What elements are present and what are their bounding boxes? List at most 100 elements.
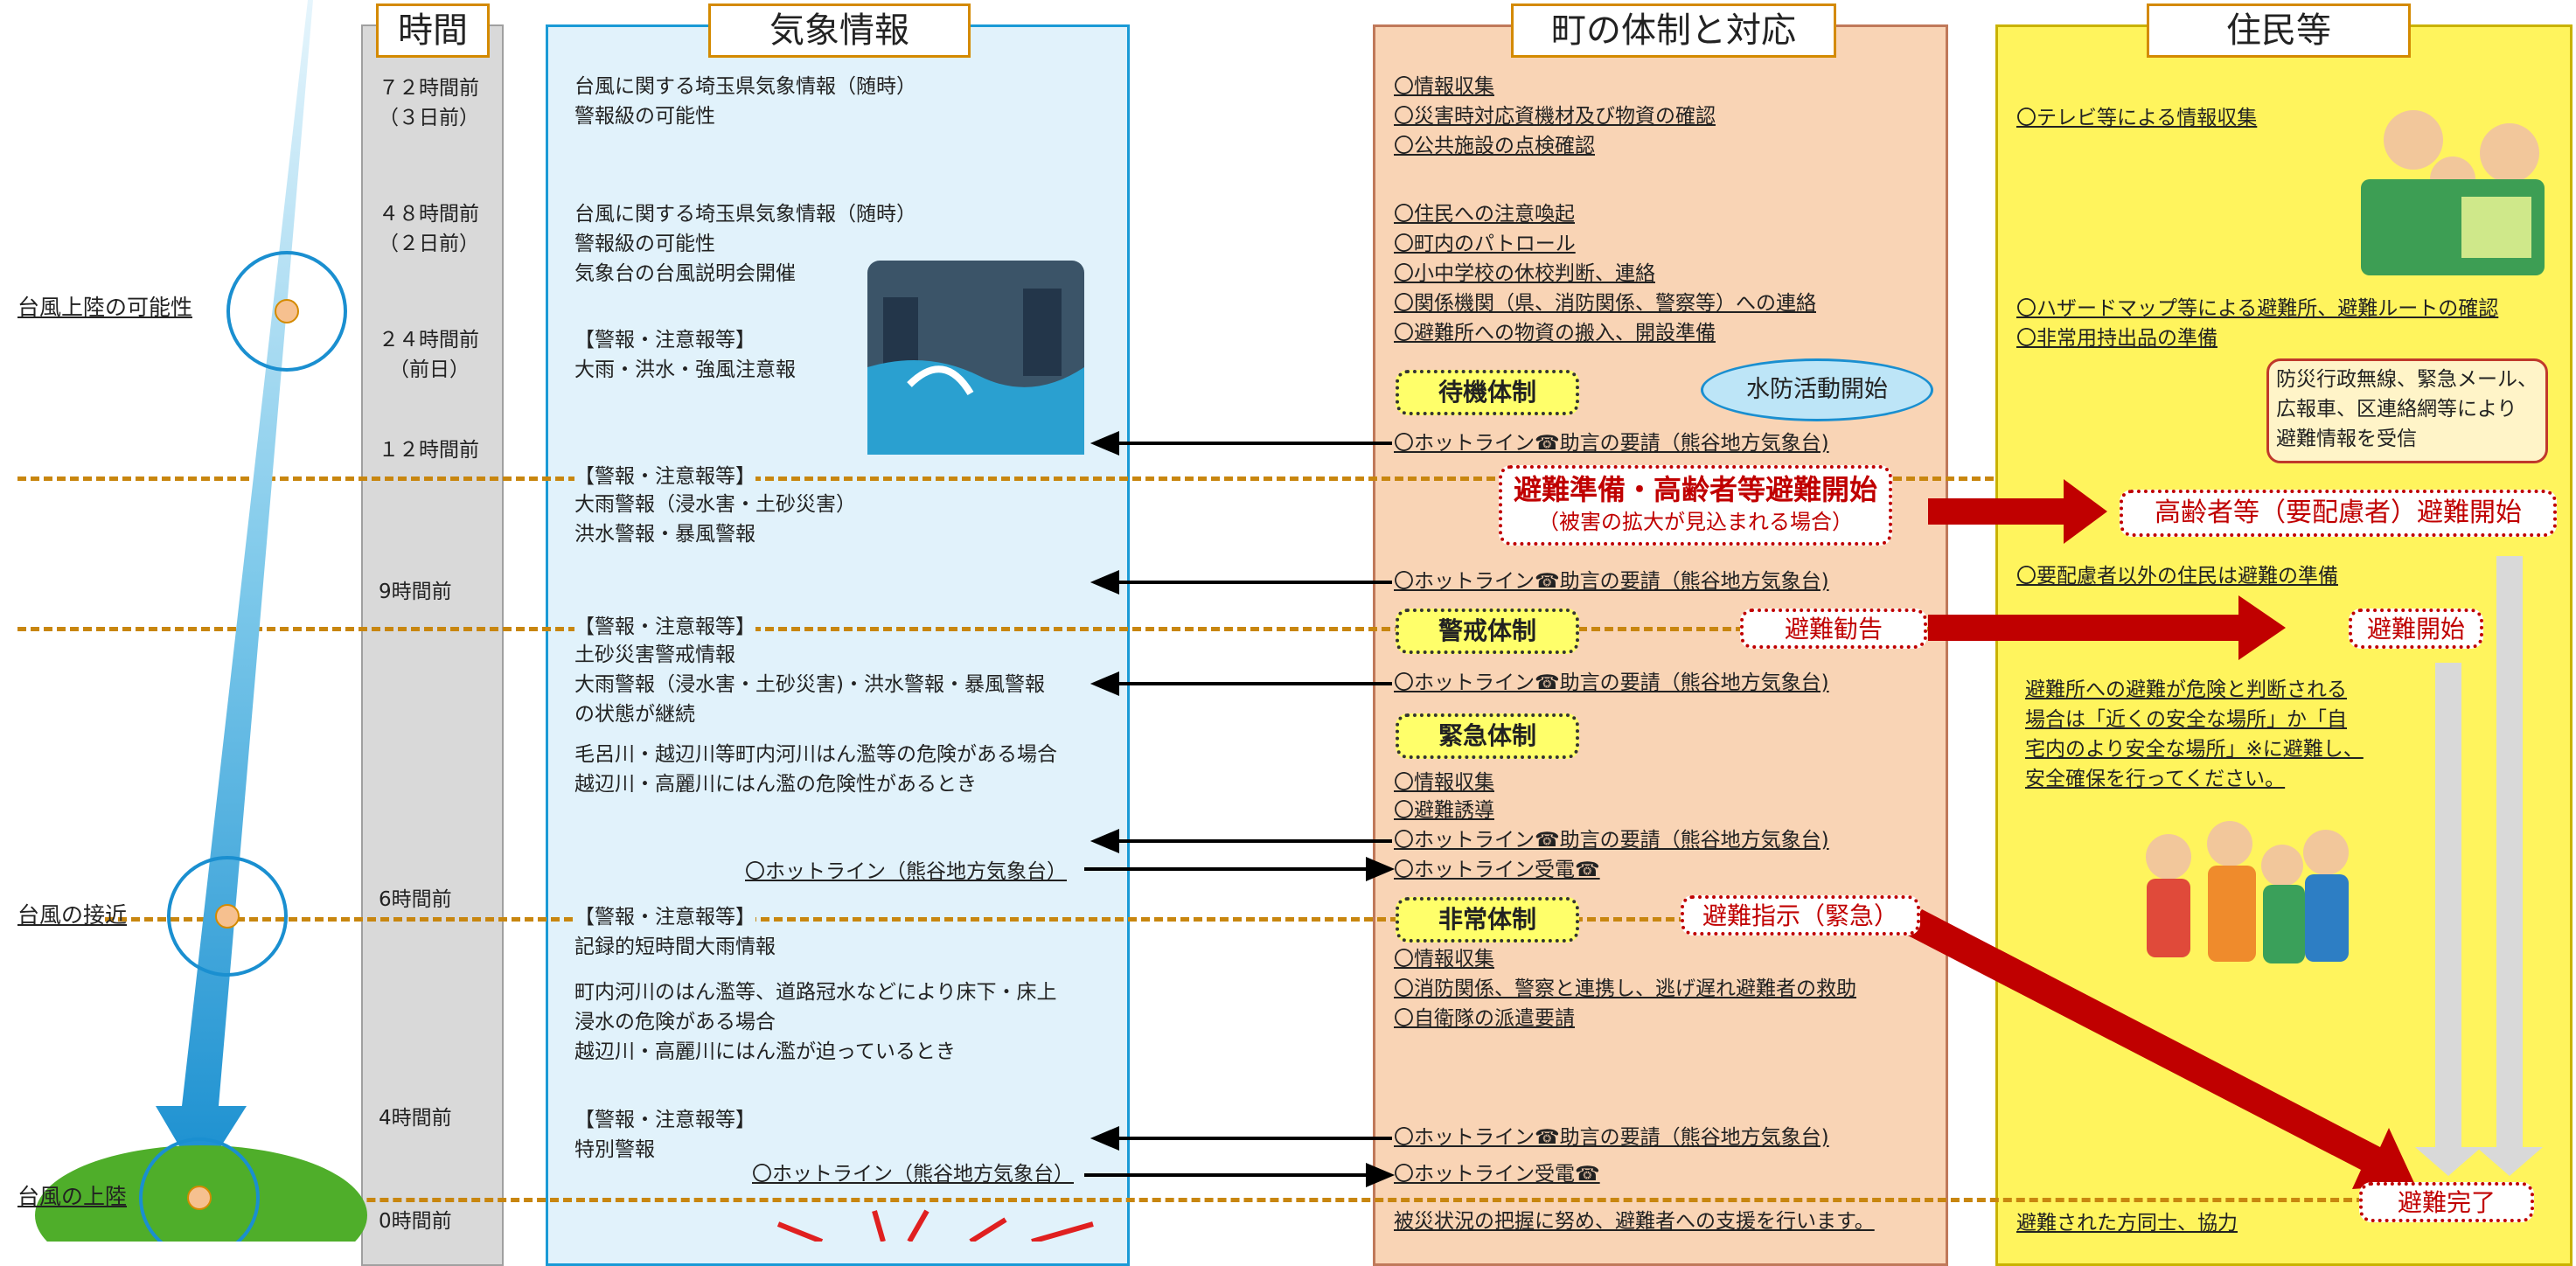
town-summary: 被災状況の把握に努め、避難者への支援を行います。 <box>1394 1210 1875 1233</box>
header-weather: 気象情報 <box>708 3 971 58</box>
weather-text: の状態が継続 <box>574 703 695 726</box>
emergency-status-badge: 緊急体制 <box>1396 713 1579 759</box>
label-typhoon-landfall: 台風の上陸 <box>17 1184 128 1209</box>
resident-action: 〇非常用持出品の準備 <box>2016 327 2217 350</box>
approach-circle-icon <box>167 856 288 977</box>
town-action: 〇町内のパトロール <box>1394 233 1576 255</box>
time-0h: 0時間前 <box>379 1210 452 1233</box>
town-action: 〇情報収集 <box>1394 771 1494 794</box>
town-hotline: 〇ホットライン☎助言の要請（熊谷地方気象台) <box>1394 432 1829 455</box>
town-action: 〇災害時対応資機材及び物資の確認 <box>1394 105 1716 128</box>
town-hotline: 〇ホットライン受電☎ <box>1394 1163 1600 1186</box>
town-action: 〇関係機関（県、消防関係、警察等）への連絡 <box>1394 292 1816 315</box>
weather-hotline: 〇ホットライン（熊谷地方気象台） <box>745 860 1067 883</box>
landfall-circle-icon <box>139 1137 260 1242</box>
alarm-burst-icon <box>776 1209 1094 1242</box>
time-72h-days: （３日前） <box>379 107 479 129</box>
header-residents: 住民等 <box>2147 3 2411 58</box>
standby-status-badge: 待機体制 <box>1396 370 1579 415</box>
time-48h: ４８時間前 <box>379 203 479 226</box>
time-24h-days: （前日） <box>389 358 470 381</box>
weather-text: 台風に関する埼玉県気象情報（随時） <box>574 75 916 98</box>
weather-text: 大雨警報（浸水害・土砂災害） <box>574 493 856 516</box>
weather-text: 洪水警報・暴風警報 <box>574 523 755 546</box>
flood-fighting-badge: 水防活動開始 <box>1701 358 1933 421</box>
town-hotline: 〇ホットライン☎助言の要請（熊谷地方気象台) <box>1394 829 1829 852</box>
time-6h: 6時間前 <box>379 888 452 911</box>
weather-text: 【警報・注意報等】 <box>574 462 755 491</box>
time-9h: 9時間前 <box>379 581 452 603</box>
weather-text: 特別警報 <box>574 1138 655 1161</box>
evacuation-advisory-badge: 避難勧告 <box>1740 609 1927 649</box>
weather-text: 浸水の危険がある場合 <box>574 1011 776 1033</box>
time-48h-days: （２日前） <box>379 233 479 255</box>
evacuation-prep-note: （被害の拡大が見込まれる場合） <box>1538 510 1853 534</box>
resident-action: 〇ハザードマップ等による避難所、避難ルートの確認 <box>2016 297 2499 320</box>
storm-illustration-icon <box>867 261 1084 455</box>
info-receive-box: 防災行政無線、緊急メール、 広報車、区連絡網等により 避難情報を受信 <box>2266 358 2548 463</box>
resident-action: 避難された方同士、協力 <box>2016 1212 2238 1235</box>
weather-text: 越辺川・高麗川にはん濫の危険性があるとき <box>574 773 977 796</box>
resident-advice: 場合は「近くの安全な場所」か「自 <box>2025 708 2347 731</box>
resident-advice: 宅内のより安全な場所」※に避難し、 <box>2025 738 2364 761</box>
weather-text: 土砂災害警戒情報 <box>574 643 735 666</box>
weather-text: 警報級の可能性 <box>574 105 715 128</box>
weather-text: 毛呂川・越辺川等町内河川はん濫等の危険がある場合 <box>574 743 1057 766</box>
weather-text: 【警報・注意報等】 <box>574 1109 755 1131</box>
time-72h: ７２時間前 <box>379 77 479 100</box>
info-receive-line: 防災行政無線、緊急メール、 <box>2276 368 2538 391</box>
time-24h: ２４時間前 <box>379 329 479 351</box>
evacuation-order-badge: 避難指示（緊急） <box>1681 895 1920 936</box>
town-hotline: 〇ホットライン☎助言の要請（熊谷地方気象台) <box>1394 570 1829 593</box>
elderly-evacuation-badge: 高齢者等（要配慮者）避難開始 <box>2120 490 2557 537</box>
weather-hotline: 〇ホットライン（熊谷地方気象台） <box>752 1163 1074 1186</box>
resident-action: 〇要配慮者以外の住民は避難の準備 <box>2016 565 2338 588</box>
info-receive-line: 広報車、区連絡網等により <box>2276 398 2517 421</box>
town-hotline: 〇ホットライン☎助言の要請（熊谷地方気象台) <box>1394 1126 1829 1149</box>
header-time: 時間 <box>376 3 490 58</box>
time-12h: １２時間前 <box>379 439 479 462</box>
weather-text: 【警報・注意報等】 <box>574 902 755 932</box>
weather-text: 大雨警報（浸水害・土砂災害)・洪水警報・暴風警報 <box>574 673 1045 696</box>
evacuees-illustration-icon <box>2146 821 2349 963</box>
town-action: 〇公共施設の点検確認 <box>1394 135 1595 157</box>
family-map-illustration-icon <box>2361 110 2545 275</box>
town-action: 〇住民への注意喚起 <box>1394 203 1575 226</box>
town-action: 〇消防関係、警察と連携し、逃げ遅れ避難者の救助 <box>1394 977 1856 1000</box>
possibility-circle-icon <box>226 251 347 372</box>
line-12h <box>17 476 1994 481</box>
town-action: 〇情報収集 <box>1394 948 1494 970</box>
weather-text: 町内河川のはん濫等、道路冠水などにより床下・床上 <box>574 981 1057 1004</box>
typhoon-path-arrow <box>156 0 313 1180</box>
resident-advice: 安全確保を行ってください。 <box>2025 768 2286 790</box>
town-hotline: 〇ホットライン☎助言の要請（熊谷地方気象台) <box>1394 671 1829 694</box>
header-town: 町の体制と対応 <box>1511 3 1836 58</box>
weather-text: 警報級の可能性 <box>574 233 715 255</box>
town-action: 〇自衛隊の派遣要請 <box>1394 1007 1575 1030</box>
evacuation-start-badge: 避難開始 <box>2349 609 2483 649</box>
extreme-status-badge: 非常体制 <box>1396 897 1579 943</box>
weather-text: 【警報・注意報等】 <box>574 329 755 351</box>
label-typhoon-approach: 台風の接近 <box>17 902 128 928</box>
evacuation-prep-badge: 避難準備・高齢者等避難開始 （被害の拡大が見込まれる場合） <box>1499 465 1892 546</box>
time-column <box>361 24 504 1266</box>
weather-text: 気象台の台風説明会開催 <box>574 262 796 285</box>
weather-text: 大雨・洪水・強風注意報 <box>574 358 796 381</box>
town-hotline: 〇ホットライン受電☎ <box>1394 859 1600 881</box>
line-6h <box>105 917 1766 922</box>
town-action: 〇小中学校の休校判断、連絡 <box>1394 262 1655 285</box>
weather-column <box>546 24 1130 1266</box>
line-9h <box>17 627 1994 631</box>
town-action: 〇情報収集 <box>1394 75 1494 98</box>
info-receive-line: 避難情報を受信 <box>2276 428 2417 450</box>
resident-action: 〇テレビ等による情報収集 <box>2016 107 2258 129</box>
weather-text: 台風に関する埼玉県気象情報（随時） <box>574 203 916 226</box>
town-action: 〇避難所への物資の搬入、開設準備 <box>1394 322 1716 344</box>
town-action: 〇避難誘導 <box>1394 799 1494 822</box>
weather-text: 越辺川・高麗川にはん濫が迫っているとき <box>574 1040 956 1063</box>
evacuation-prep-title: 避難準備・高齢者等避難開始 <box>1513 473 1877 506</box>
weather-text: 記録的短時間大雨情報 <box>574 936 776 958</box>
evacuation-complete-badge: 避難完了 <box>2359 1182 2534 1222</box>
alert-status-badge: 警戒体制 <box>1396 609 1579 654</box>
